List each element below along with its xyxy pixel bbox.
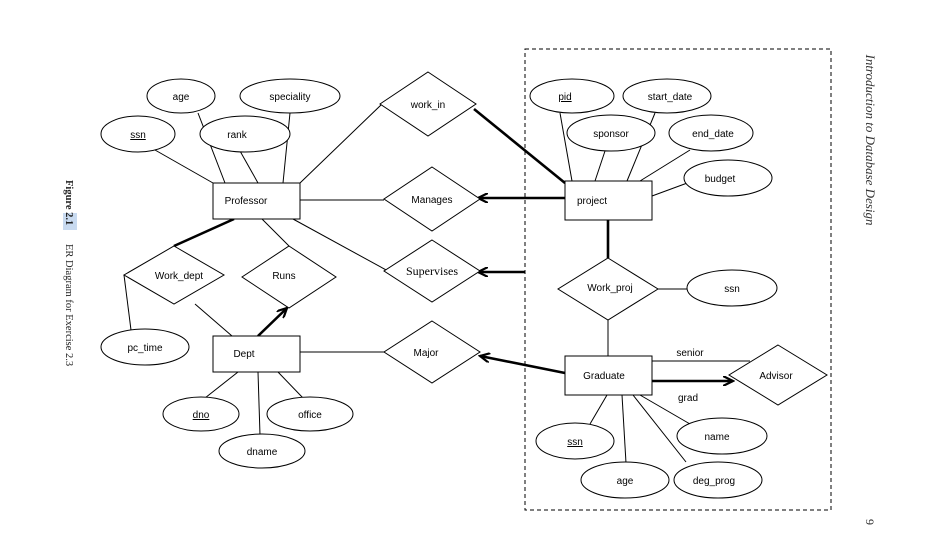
relationship-advisor: Advisor <box>728 344 828 406</box>
figure-number-highlight <box>63 213 77 230</box>
role-label-senior: senior <box>676 348 704 359</box>
entity-dept: Dept <box>212 335 301 373</box>
relationship-work-in-label: work_in <box>410 100 445 111</box>
entity-project: project <box>564 180 653 221</box>
attribute-grad-ssn-label: ssn <box>567 437 583 448</box>
line-workin-project <box>473 107 566 185</box>
attribute-budget-label: budget <box>705 174 736 185</box>
line-grad-degprog <box>632 394 687 463</box>
attribute-start-date: start_date <box>622 78 712 114</box>
attribute-prof-speciality: speciality <box>239 78 341 114</box>
attribute-prof-rank: rank <box>199 115 291 153</box>
figure-caption-block: Figure 2.1 ER Diagram for Exercise 2.3 <box>63 180 77 366</box>
attribute-sponsor: sponsor <box>566 114 656 152</box>
attribute-deg-prog-label: deg_prog <box>693 476 735 487</box>
attribute-work-proj-ssn: ssn <box>686 269 778 307</box>
line-grad-age <box>621 394 627 464</box>
attribute-sponsor-label: sponsor <box>593 129 629 140</box>
attribute-pid-label: pid <box>558 92 571 103</box>
relationship-major-label: Major <box>413 348 439 359</box>
entity-graduate: Graduate <box>564 355 653 396</box>
figure-caption: ER Diagram for Exercise 2.3 <box>63 244 74 366</box>
attribute-dname-label: dname <box>247 447 278 458</box>
line-prof-rank <box>239 150 259 184</box>
attribute-prof-ssn: ssn <box>100 115 176 153</box>
attribute-prof-speciality-label: speciality <box>269 92 310 103</box>
relationship-work-proj-label: Work_proj <box>587 283 632 294</box>
line-project-sponsor <box>594 150 606 182</box>
attribute-prof-rank-label: rank <box>227 130 247 141</box>
attribute-dno-label: dno <box>193 410 210 421</box>
relationship-work-in: work_in <box>379 71 477 137</box>
attribute-grad-age-label: age <box>617 476 634 487</box>
line-project-pid <box>559 112 573 182</box>
line-grad-ssn <box>589 394 608 425</box>
relationship-work-dept: Work_dept <box>123 245 225 305</box>
relationship-major: Major <box>383 320 481 384</box>
line-dept-dname <box>257 371 261 436</box>
line-workdept-dept <box>194 303 233 337</box>
line-dept-dno <box>204 371 239 399</box>
relationship-advisor-label: Advisor <box>759 371 793 382</box>
line-prof-supervises <box>292 218 389 272</box>
entity-professor-label: Professor <box>225 196 268 207</box>
line-prof-runs <box>261 218 290 247</box>
attribute-prof-age-label: age <box>173 92 190 103</box>
entity-dept-label: Dept <box>233 349 254 360</box>
attribute-prof-age: age <box>146 78 216 114</box>
relationship-manages: Manages <box>383 166 481 232</box>
page-number: 9 <box>863 519 877 525</box>
relationship-runs: Runs <box>241 245 337 309</box>
attribute-dname: dname <box>218 433 306 469</box>
relationship-supervises: Supervises <box>383 239 481 303</box>
running-title: Introduction to Database Design <box>863 53 878 225</box>
figure-label: Figure 2.1 <box>63 180 74 225</box>
relationship-supervises-label: Supervises <box>406 264 458 278</box>
entity-graduate-label: Graduate <box>583 371 625 382</box>
line-prof-workin <box>299 103 383 184</box>
line-prof-ssn <box>154 149 214 184</box>
line-prof-speciality <box>282 112 291 184</box>
attribute-start-date-label: start_date <box>648 92 693 103</box>
line-project-enddate <box>639 149 691 182</box>
line-prof-age <box>197 112 226 184</box>
attribute-grad-name-label: name <box>704 432 729 443</box>
attribute-prof-ssn-label: ssn <box>130 130 146 141</box>
attribute-grad-name: name <box>676 417 768 455</box>
attribute-pc-time: pc_time <box>100 328 190 366</box>
relationship-runs-label: Runs <box>272 271 295 282</box>
attribute-deg-prog: deg_prog <box>673 461 763 499</box>
attribute-dno: dno <box>162 396 240 432</box>
attribute-end-date: end_date <box>668 114 754 152</box>
line-project-budget <box>651 181 691 197</box>
relationship-work-dept-label: Work_dept <box>155 271 203 282</box>
line-graduate-major <box>480 356 566 375</box>
line-dept-office <box>277 371 304 399</box>
attribute-pid: pid <box>529 78 615 114</box>
entity-professor: Professor <box>212 182 301 220</box>
aggregation-box <box>524 48 832 511</box>
line-dept-runs <box>257 308 287 337</box>
relationship-work-proj: Work_proj <box>557 257 659 321</box>
entity-project-label: project <box>577 196 607 207</box>
line-prof-workdept <box>173 217 235 248</box>
attribute-work-proj-ssn-label: ssn <box>724 284 740 295</box>
attribute-grad-age: age <box>580 461 670 499</box>
relationship-manages-label: Manages <box>411 195 452 206</box>
attribute-budget: budget <box>683 159 773 197</box>
attribute-pc-time-label: pc_time <box>127 343 162 354</box>
role-label-grad: grad <box>678 393 698 404</box>
attribute-office: office <box>266 396 354 432</box>
line-workdept-pctime <box>123 274 132 331</box>
line-grad-name <box>639 394 691 425</box>
attribute-grad-ssn: ssn <box>535 422 615 460</box>
attribute-office-label: office <box>298 410 322 421</box>
attribute-end-date-label: end_date <box>692 129 734 140</box>
